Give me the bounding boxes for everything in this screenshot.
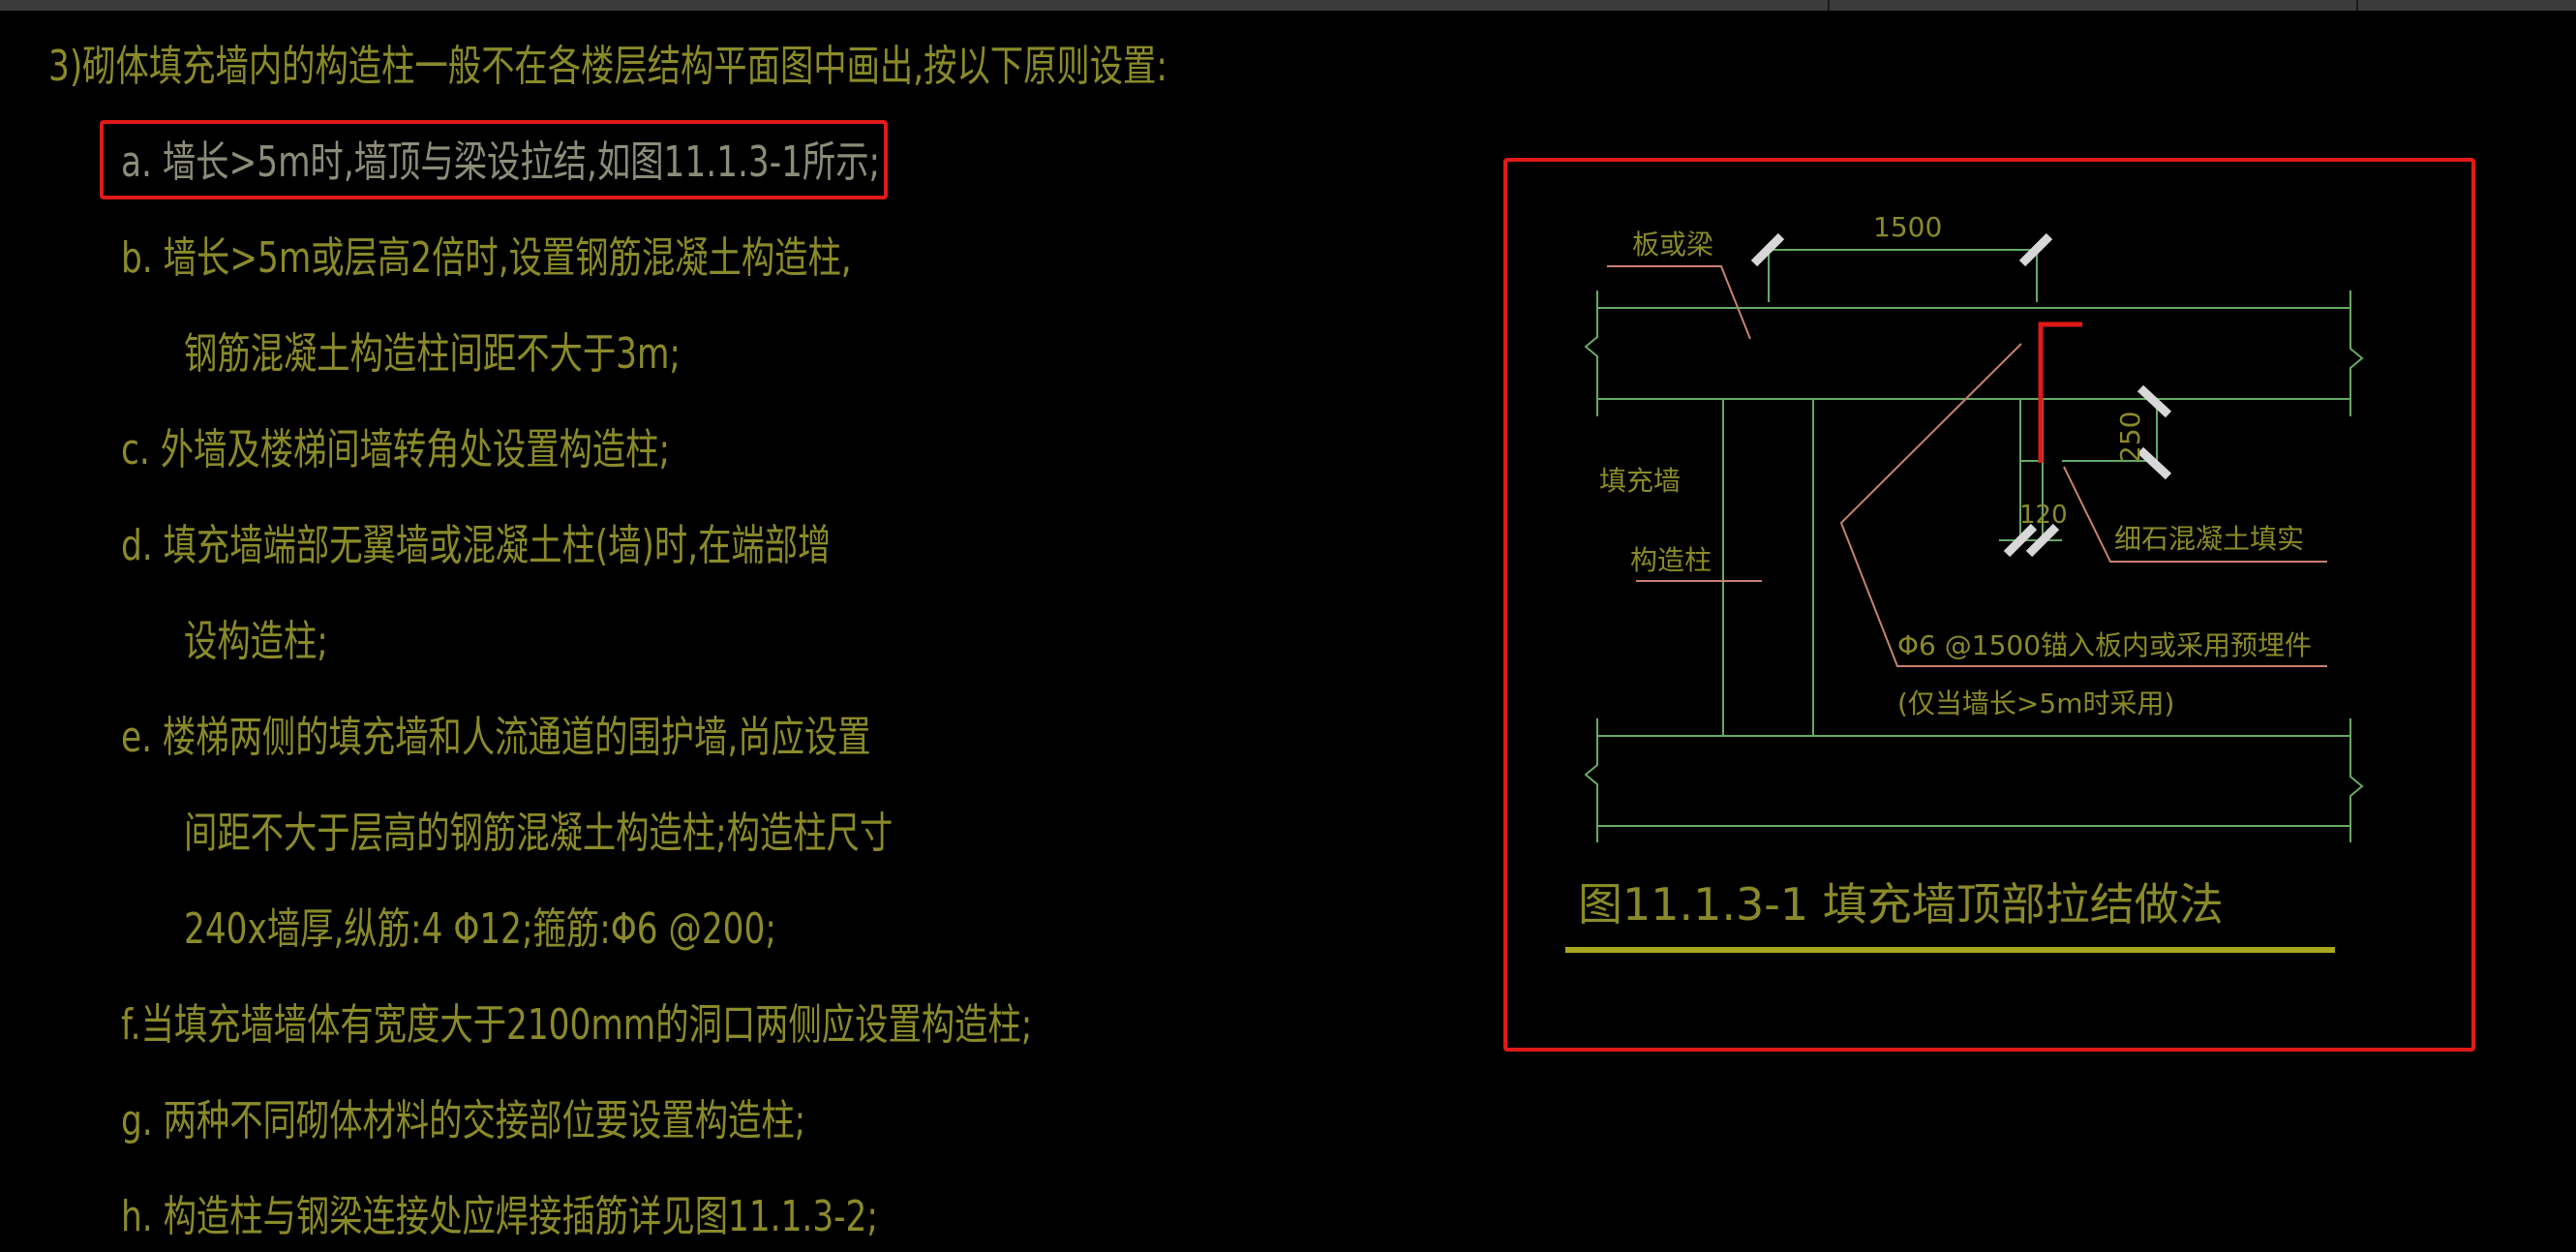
- label-concrete: 细石混凝土填实: [2114, 523, 2304, 555]
- leader-slab: [1607, 265, 1751, 340]
- spec-item-g: g. 两种不同砌体材料的交接部位要设置构造柱;: [121, 1096, 806, 1145]
- leader-rebar: [1839, 343, 2327, 667]
- figure-caption: 图11.1.3-1 填充墙顶部拉结做法: [1578, 878, 2224, 931]
- spec-item-e: e. 楼梯两侧的填充墙和人流通道的围护墙,尚应设置: [121, 713, 871, 762]
- toolbar-separator: [2356, 0, 2358, 11]
- spec-item-d-cont: 设构造柱;: [184, 617, 328, 666]
- highlight-box-item-a: [100, 120, 888, 199]
- leader-concrete: [2063, 466, 2327, 563]
- spec-item-b-cont: 钢筋混凝土构造柱间距不大于3m;: [184, 329, 681, 379]
- label-wall: 填充墙: [1599, 465, 1681, 497]
- toolbar-separator: [1828, 0, 1830, 11]
- dim-tick: [2018, 232, 2053, 267]
- dim-tick: [2137, 446, 2172, 480]
- break-symbol-left-bottom: [1584, 718, 1598, 842]
- spec-item-b: b. 墙长>5m或层高2倍时,设置钢筋混凝土构造柱,: [121, 233, 852, 283]
- spec-item-h: h. 构造柱与钢梁连接处应焊接插筋详见图11.1.3-2;: [121, 1192, 878, 1241]
- break-symbol-right-top: [2349, 290, 2364, 416]
- spec-item-e-cont2: 240x墙厚,纵筋:4 Φ12;箍筋:Φ6 @200;: [184, 904, 776, 954]
- label-slab: 板或梁: [1632, 229, 1713, 260]
- spec-item-d: d. 填充墙端部无翼墙或混凝土柱(墙)时,在端部增: [121, 521, 832, 570]
- anchor-rebar: [2038, 321, 2082, 463]
- dim-tick: [2003, 523, 2038, 558]
- dim-tick: [2025, 523, 2060, 558]
- label-note: (仅当墙长>5m时采用): [1897, 687, 2174, 719]
- label-column: 构造柱: [1630, 544, 1712, 576]
- label-dim-120: 120: [2019, 501, 2068, 530]
- spec-item-e-cont: 间距不大于层高的钢筋混凝土构造柱;构造柱尺寸: [184, 809, 894, 858]
- spec-item-a: a. 墙长>5m时,墙顶与梁设拉结,如图11.1.3-1所示;: [121, 137, 881, 187]
- spec-item-f: f.当填充墙墙体有宽度大于2100mm的洞口两侧应设置构造柱;: [121, 1000, 1033, 1050]
- break-symbol-left-top: [1584, 290, 1598, 416]
- spec-item-c: c. 外墙及楼梯间墙转角处设置构造柱;: [121, 425, 671, 474]
- break-symbol-right-bottom: [2349, 718, 2364, 842]
- dim-tick: [2137, 384, 2172, 418]
- spec-heading: 3)砌体填充墙内的构造柱一般不在各楼层结构平面图中画出,按以下原则设置:: [48, 42, 1167, 91]
- top-toolbar-strip: [0, 0, 2576, 11]
- dim-tick: [1750, 232, 1785, 267]
- highlight-box-figure: [1503, 158, 2475, 1052]
- label-dim-250: 250: [2114, 412, 2146, 463]
- label-rebar: Φ6 @1500锚入板内或采用预埋件: [1897, 629, 2312, 661]
- label-dim-1500: 1500: [1873, 211, 1942, 243]
